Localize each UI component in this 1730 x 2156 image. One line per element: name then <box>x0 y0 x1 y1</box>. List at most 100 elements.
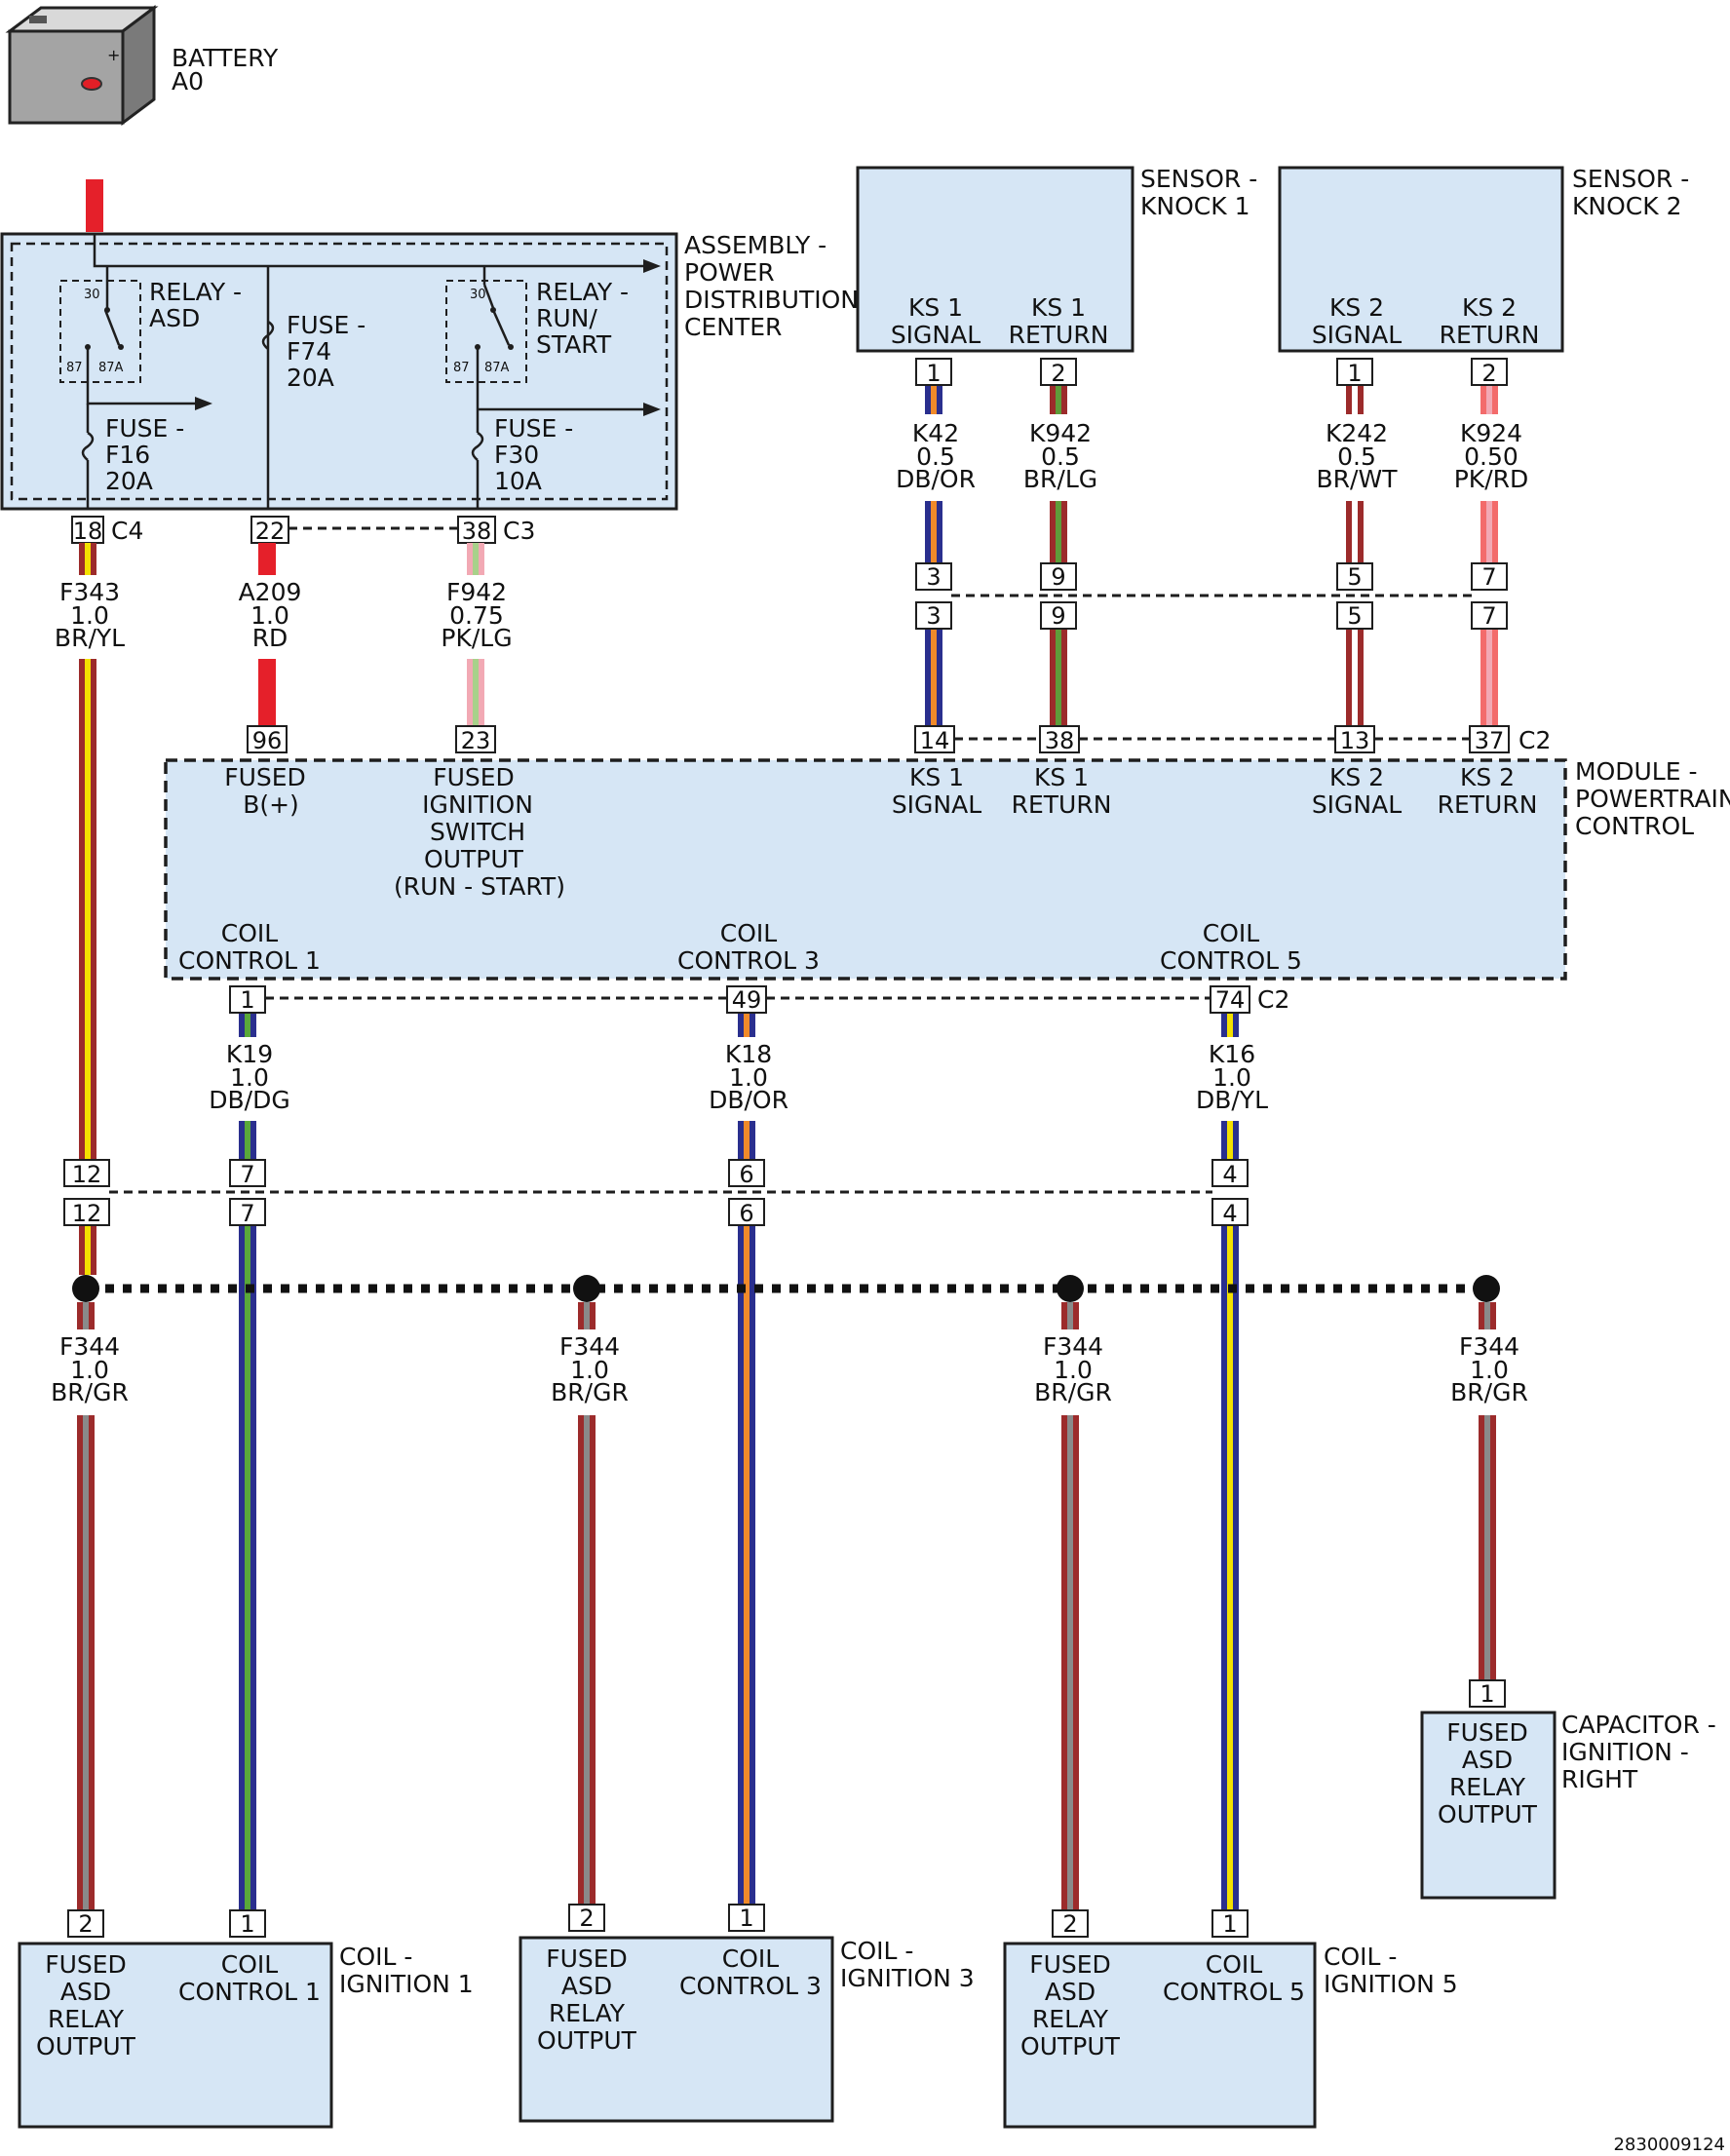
pdc-conn-c4: C4 <box>111 517 143 545</box>
inline-pin-7b-top-label: 7 <box>240 1161 254 1188</box>
pcm-pin-13 <box>1334 725 1375 753</box>
inline-pin-9-top-label: 9 <box>1051 563 1065 591</box>
wire-f344-d-2: 1.0 <box>1470 1356 1509 1384</box>
wire-f942-bottom <box>467 659 484 726</box>
inline-pin-3-top-label: 3 <box>926 563 941 591</box>
pdc-pin-22 <box>250 516 289 544</box>
wire-k942-mid <box>1050 501 1067 563</box>
wire-k924-2: 0.50 <box>1464 443 1519 471</box>
fuse-f74-label-3: 20A <box>287 364 334 392</box>
wire-k42-mid <box>925 501 942 563</box>
wire-f344-b-top <box>578 1302 596 1329</box>
pcm-conn-c2-top: C2 <box>1519 726 1551 754</box>
pcm-fused-b-1: FUSED <box>224 763 306 791</box>
wire-f344-b-bottom <box>578 1415 596 1905</box>
capacitor-label-2: IGNITION - <box>1561 1738 1689 1766</box>
asd-term-30: 30 <box>84 288 100 302</box>
wire-k42-3: DB/OR <box>896 465 976 493</box>
wire-k16-bottom <box>1221 1225 1239 1910</box>
pcm-ks2-ret-2: RETURN <box>1438 790 1538 819</box>
inline-pin-3-top <box>915 562 952 591</box>
knock-sensor-2-label-1: SENSOR - <box>1572 165 1689 193</box>
wire-k16-mid <box>1221 1121 1239 1160</box>
inline-pin-7-top <box>1471 562 1508 591</box>
wire-f344-c-top <box>1061 1302 1079 1329</box>
fuse-f30-label-2: F30 <box>494 441 539 469</box>
wire-k242-3: BR/WT <box>1317 465 1399 493</box>
pcm-pin-49-label: 49 <box>732 986 762 1014</box>
ks1-pin-2 <box>1040 358 1077 386</box>
wire-k16-top <box>1221 1013 1239 1037</box>
pcm-coil1-1: COIL <box>221 919 279 947</box>
asd-term-87a: 87A <box>98 361 124 375</box>
capacitor-box-2: ASD <box>1462 1746 1513 1774</box>
wire-k16-1: K16 <box>1209 1040 1255 1068</box>
pcm-label-2: POWERTRAIN <box>1575 785 1730 813</box>
knock-sensor-2-box <box>1278 166 1564 353</box>
coil1-pin-2-label: 2 <box>78 1910 93 1938</box>
pcm-pin-14 <box>914 725 955 753</box>
coil1-pin-1-label: 1 <box>240 1910 254 1938</box>
pcm-pin-37 <box>1469 725 1510 753</box>
battery-icon: + <box>5 5 159 126</box>
wire-f344-a-bottom <box>77 1415 95 1910</box>
wire-a209-2: 1.0 <box>250 601 289 630</box>
inline-pin-12-top <box>63 1159 110 1187</box>
coil3-pin-1 <box>728 1904 765 1932</box>
coil1-pin-1 <box>229 1909 266 1938</box>
ks2-pin-1-label: 1 <box>1347 360 1362 387</box>
coil5-pin-2 <box>1052 1909 1089 1938</box>
wire-k242-top <box>1346 385 1364 414</box>
inline-pin-7-bottom <box>1471 601 1508 630</box>
pcm-ks1-ret-1: KS 1 <box>1034 763 1089 791</box>
wire-f343-1: F343 <box>59 578 120 606</box>
battery-id: A0 <box>172 67 204 96</box>
coil1-asd-4: OUTPUT <box>36 2032 136 2060</box>
pcm-ks1-sig-2: SIGNAL <box>892 790 981 819</box>
wire-k924-top <box>1480 385 1498 414</box>
pcm-pin-74-label: 74 <box>1215 986 1246 1014</box>
inline-pin-5-top-label: 5 <box>1347 563 1362 591</box>
wire-f942-3: PK/LG <box>441 624 512 652</box>
coil3-label-2: IGNITION 3 <box>840 1964 975 1992</box>
wire-k18-bottom <box>738 1225 755 1905</box>
relay-run-label-1: RELAY - <box>536 278 629 306</box>
battery-cable <box>86 179 103 232</box>
inline-pin-6-top <box>728 1159 765 1187</box>
inline-pin-4-top-label: 4 <box>1222 1161 1237 1188</box>
inline-pin-9-bottom <box>1040 601 1077 630</box>
wire-a209-top <box>258 543 276 575</box>
inline-pin-3-bottom <box>915 601 952 630</box>
pcm-coil1-2: CONTROL 1 <box>178 946 321 975</box>
coil1-box <box>18 1942 333 2129</box>
pcm-fused-ign-5: (RUN - START) <box>394 872 565 901</box>
wire-k942-3: BR/LG <box>1023 465 1097 493</box>
coil5-pin-1-label: 1 <box>1222 1910 1237 1938</box>
inline-pin-5-bottom-label: 5 <box>1347 602 1362 630</box>
ks1-pin-1 <box>915 358 952 386</box>
wire-k42-bottom <box>925 629 942 726</box>
pdc-pin-38-label: 38 <box>462 518 492 545</box>
wire-f343-low <box>79 1225 96 1275</box>
pcm-fused-b-2: B(+) <box>243 790 299 819</box>
coil5-label-1: COIL - <box>1324 1943 1397 1971</box>
wire-k942-2: 0.5 <box>1041 443 1080 471</box>
knock-sensor-1-sig-2: SIGNAL <box>891 321 980 349</box>
wire-k18-mid <box>738 1121 755 1160</box>
pcm-pin-38-label: 38 <box>1045 727 1075 754</box>
wire-k18-top <box>738 1013 755 1037</box>
inline-pin-7b-bottom-label: 7 <box>240 1200 254 1227</box>
pcm-pin-74 <box>1210 985 1250 1014</box>
pcm-pin-23 <box>455 725 496 753</box>
inline-pin-7-bottom-label: 7 <box>1481 602 1496 630</box>
capacitor-label-1: CAPACITOR - <box>1561 1711 1716 1739</box>
fuse-f16-label-3: 20A <box>105 467 153 495</box>
wire-k924-mid <box>1480 501 1498 563</box>
wire-k18-1: K18 <box>725 1040 772 1068</box>
coil3-ctrl-1: COIL <box>722 1944 780 1973</box>
power-distribution-center: 30 87 87A 30 87 87A <box>0 232 678 511</box>
wire-k18-2: 1.0 <box>729 1063 768 1092</box>
knock-sensor-2-label-2: KNOCK 2 <box>1572 192 1681 220</box>
fuse-f16-label-2: F16 <box>105 441 150 469</box>
